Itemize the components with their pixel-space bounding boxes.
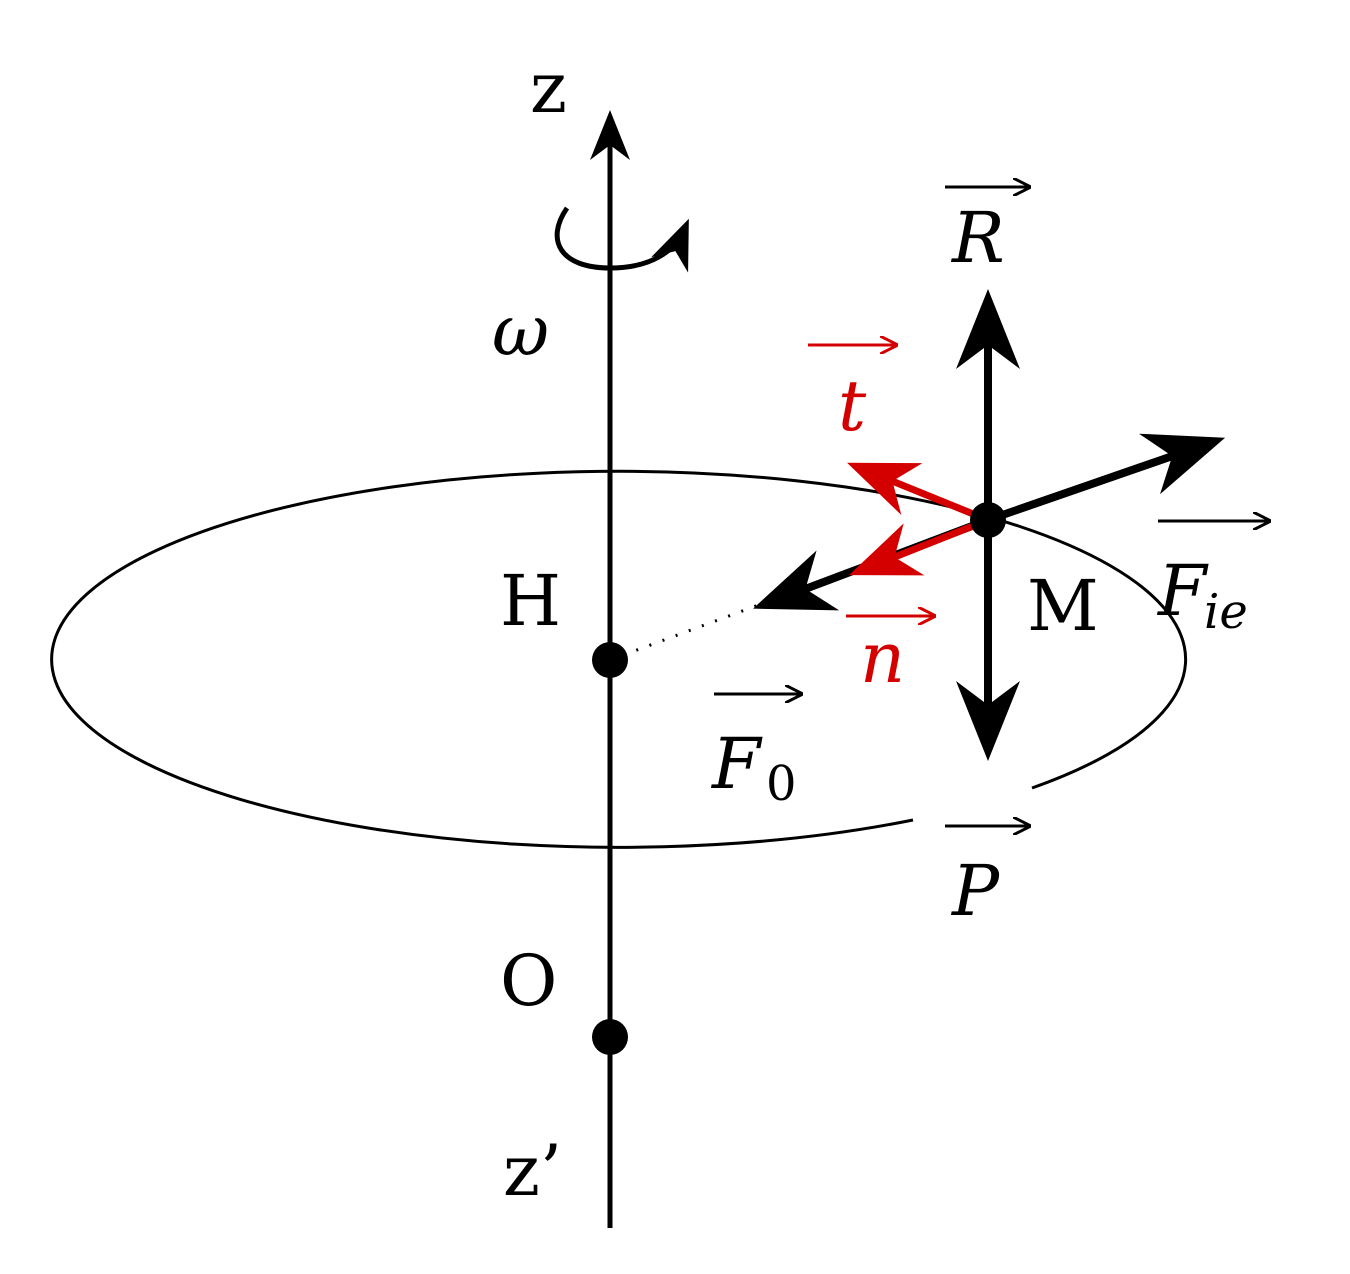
label-Fie-subscript: ie: [1204, 584, 1248, 640]
label-F0-subscript: 0: [766, 756, 797, 812]
label-n: n: [860, 617, 905, 699]
point-O: [592, 1019, 628, 1055]
point-H: [592, 642, 628, 678]
point-M: [970, 502, 1006, 538]
label-F0: F: [710, 723, 763, 805]
label-M: M: [1027, 565, 1099, 647]
label-t: t: [838, 365, 867, 447]
trajectory-ellipse: [50, 469, 1188, 849]
rotation-arrow-icon: [554, 206, 689, 273]
unit-vector-n-arrow: [848, 516, 990, 576]
label-H: H: [500, 560, 561, 642]
label-Fie: F: [1156, 550, 1209, 632]
label-R: R: [950, 197, 1005, 279]
label-z-prime: z’: [503, 1130, 562, 1212]
unit-vector-t-arrow: [847, 462, 990, 524]
label-P: P: [950, 850, 1001, 932]
vector-Fie-arrow: [986, 433, 1226, 524]
label-omega: ω: [492, 290, 549, 372]
label-O: O: [500, 940, 557, 1022]
label-z: z: [530, 47, 567, 129]
